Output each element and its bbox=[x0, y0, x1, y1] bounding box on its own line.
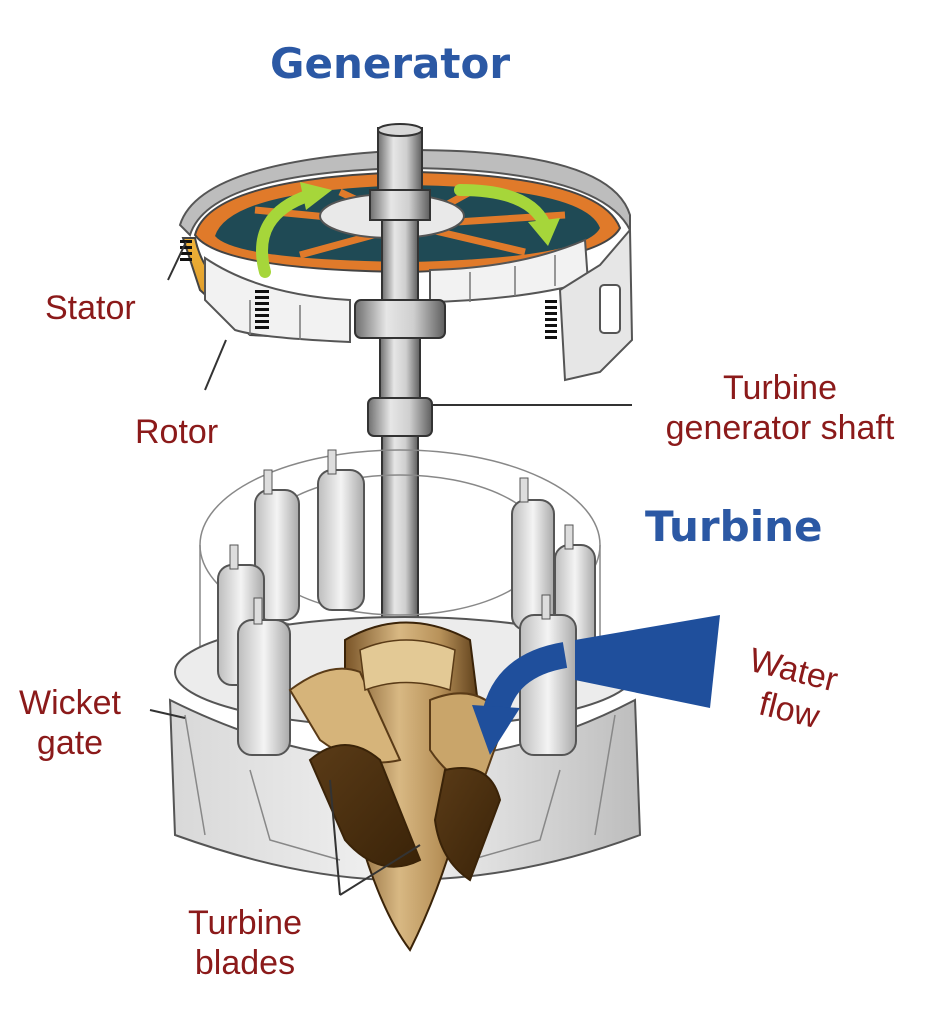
stator-leader bbox=[167, 241, 187, 281]
wicket-gates bbox=[217, 449, 596, 756]
turbine-heading: Turbine bbox=[645, 502, 823, 551]
wicket-gate-line-1: Wicket bbox=[19, 684, 121, 722]
turbine-blades-line-1: Turbine bbox=[187, 904, 303, 942]
blades-leader-1 bbox=[329, 779, 341, 896]
shaft-label-line-2: generator shaft bbox=[665, 409, 895, 447]
wicket-gate-leader bbox=[149, 709, 186, 719]
wicket-gate-label: Wicket gate bbox=[5, 683, 135, 763]
rotor-label: Rotor bbox=[135, 413, 219, 451]
leader-lines bbox=[149, 241, 632, 896]
turbine-runner bbox=[288, 621, 507, 952]
rotor-leader bbox=[204, 339, 227, 391]
turbine-blades-label: Turbine blades bbox=[160, 903, 330, 983]
water-flow-arrow bbox=[472, 615, 720, 755]
turbine-blades-line-2: blades bbox=[194, 944, 296, 982]
wicket-gate-line-2: gate bbox=[36, 724, 104, 762]
shaft-label-line-1: Turbine bbox=[722, 369, 838, 407]
generator-heading: Generator bbox=[270, 39, 511, 88]
stator-label: Stator bbox=[45, 289, 136, 327]
shaft-label: Turbine generator shaft bbox=[630, 368, 930, 448]
turbine-assembly bbox=[168, 449, 720, 952]
blades-leader-2 bbox=[339, 844, 421, 896]
